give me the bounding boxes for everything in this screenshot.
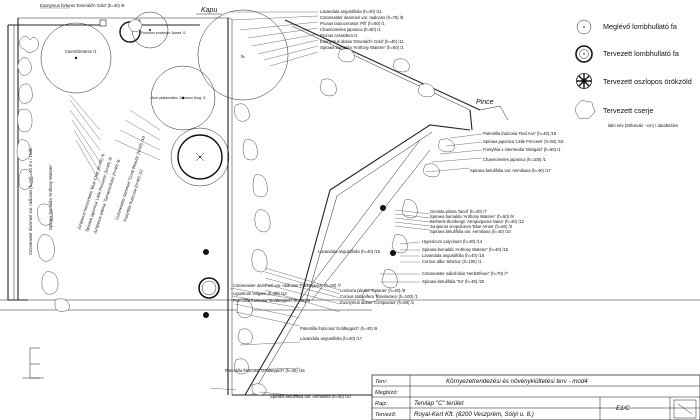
- tree-label: fa: [241, 54, 245, 59]
- plant-label: Potentilla fruticosa 'Goldteppich' (h=40…: [300, 326, 378, 331]
- planned-shrub-icon: [575, 100, 595, 119]
- title-row-value: Tervlap "C" terület: [414, 400, 464, 407]
- plant-label: Spiraea bumalda 'Anthony Waterer' (h=40)…: [422, 247, 509, 252]
- plant-label: Lavandula angustifolia (h=40) /18: [422, 253, 485, 258]
- plant-label: Cotoneaster dammeri var. radicans (h=70)…: [320, 15, 404, 20]
- plant-label: Spiraea betulifolia var. Aemiliana (h=40…: [270, 394, 352, 399]
- north-arrow-symbol: [22, 347, 44, 379]
- plant-label: Euonymus fortunei 'Emerald'n Gold' (h=40…: [40, 3, 125, 8]
- tree-existing-fa: fa: [197, 9, 289, 101]
- plant-label: Spiraea bumalda 'Anthony Waterer': [48, 164, 53, 230]
- plant-label: Potentilla fruticosa 'Red Ace' (h=40) /1…: [483, 131, 557, 136]
- shrub-beds: [16, 19, 455, 396]
- legend-label: Tervezett oszlopos örökzöld: [603, 77, 692, 86]
- planned-deciduous-tree-icon: [575, 45, 593, 63]
- plant-label: Genista pilosa 'Nicol' (h=40) /7: [430, 209, 487, 214]
- plant-label: Spiraea bumalda 'Anthony Waterer' (h=60)…: [320, 45, 404, 50]
- plant-label: Lonicera pileata 'Tasaras' (h=40) /9: [340, 288, 406, 293]
- title-row-value: Környezetrendezési és növénykiültetési t…: [446, 378, 588, 385]
- plant-label: Chaenomeles japonica (h=100) /1: [483, 157, 547, 162]
- plant-label: Berberis thunbergii 'Atropurpurea Nana' …: [430, 219, 525, 224]
- plant-label: Chaenomeles japonica (h=60) /1: [320, 27, 381, 32]
- title-row-label: Megbízó:: [375, 390, 398, 396]
- leader-lines: [40, 7, 483, 397]
- plant-label: Spiraea betulifolia var. Aemiliana (h=40…: [470, 168, 552, 173]
- tree-label: Acer platanoides 'Crimson King' /1: [151, 96, 206, 100]
- cellar-label: Pince: [476, 99, 494, 106]
- plant-label: Prunus cerasifera /1: [320, 33, 358, 38]
- plant-label: Potentilla fruticosa 'Goldteppich' (h=40…: [225, 368, 305, 373]
- tree-acer-crimson: Acer platanoides 'Crimson King' /1: [150, 65, 216, 131]
- plant-label: Euonymus alatus 'Emerald'n Gold' (h=40) …: [320, 39, 404, 44]
- tree-cserszomorce: Cserszömörce /1: [40, 22, 112, 94]
- gate-label: Kapu: [201, 7, 217, 14]
- legend: Meglévő lombhullató fa Tervezett lombhul…: [575, 19, 692, 128]
- labels-middle: Lavandula angustifolia (h=40) /15 Cotone…: [225, 249, 418, 399]
- planned-columnar-evergreen-icon: [576, 73, 592, 89]
- plant-label: Potentilla fruticosa 'Goldteppich' (h=40…: [233, 298, 311, 303]
- plant-label: Spiraea betulifolia 'Tor' (h=40) /20: [422, 279, 485, 284]
- legend-label: Tervezett lombhullató fa: [603, 49, 679, 58]
- title-row-value: Royal-Kert Kft. (8200 Veszprém, Sólyi u.…: [414, 411, 534, 418]
- building-outline: [232, 19, 509, 396]
- columnar-evergreens: [203, 205, 396, 318]
- sheet-number: E1/C: [616, 405, 630, 412]
- plant-label: Hypericum calycinum (h=30) /14: [422, 239, 483, 244]
- plant-label: Lavandula angustifolia (h=40) /11: [320, 9, 382, 14]
- plant-label: Juniperus scopulorum 'Blue Arrow' (h=60)…: [430, 224, 513, 229]
- plant-label: Cotoneaster dammeri var. radicans 'Parkt…: [233, 283, 342, 288]
- tree-label: Cserszömörce /1: [65, 49, 97, 54]
- plant-label: Forsythia x intermedia 'Minigold' (h=60)…: [483, 147, 561, 152]
- plant-label: Cornus alba 'Sibirica' (h=100) /1: [422, 259, 482, 264]
- plant-label: Cornus stolonifera 'Flaviramea' (h=100) …: [340, 294, 418, 299]
- plant-label: Spiraea japonica 'Little Princess' (h=50…: [483, 139, 564, 144]
- plant-label: Cotoneaster dammeri var. radicans (h=60)…: [28, 147, 33, 255]
- title-row-label: Terv:: [375, 379, 388, 385]
- legend-label: Tervezett cserje: [603, 106, 653, 115]
- existing-deciduous-tree-icon: [576, 19, 592, 35]
- plant-label: Spiraea betulifolia var. Aemiliana (h=40…: [430, 229, 512, 234]
- title-block: Terv: Környezetrendezési és növénykiülte…: [371, 374, 700, 420]
- plant-label: Prunus laurocerasus 'Pill' (h=60) /1: [320, 21, 385, 26]
- tree-planned-1: [170, 127, 230, 187]
- plant-label: Ligustrum vulgare (h=60) /13: [233, 291, 287, 296]
- tree-label: Fraxinus excelsior 'Aurea' /1: [141, 31, 186, 35]
- plant-label: Lavandula angustifolia (h=40) /17: [300, 336, 363, 341]
- legend-note: latin név (Stílusváz - cm) / darabszám: [608, 123, 679, 128]
- plant-label: Euonymus alatus 'Compactus' (h=80) /1: [340, 300, 415, 305]
- plant-label: Lavandula angustifolia (h=40) /15: [318, 249, 381, 254]
- labels-right: Potentilla fruticosa 'Red Ace' (h=40) /1…: [422, 131, 564, 284]
- labels-top: Euonymus fortunei 'Emerald'n Gold' (h=40…: [40, 3, 404, 50]
- title-row-label: Rajz:: [375, 401, 388, 407]
- title-row-label: Tervező:: [375, 412, 397, 418]
- legend-label: Meglévő lombhullató fa: [603, 22, 677, 31]
- plant-label: Spiraea bumalda 'Anthony Waterer' (h=50)…: [430, 214, 514, 219]
- plant-label: Cotoneaster salicifolius 'Herbstfeuer' (…: [422, 271, 508, 276]
